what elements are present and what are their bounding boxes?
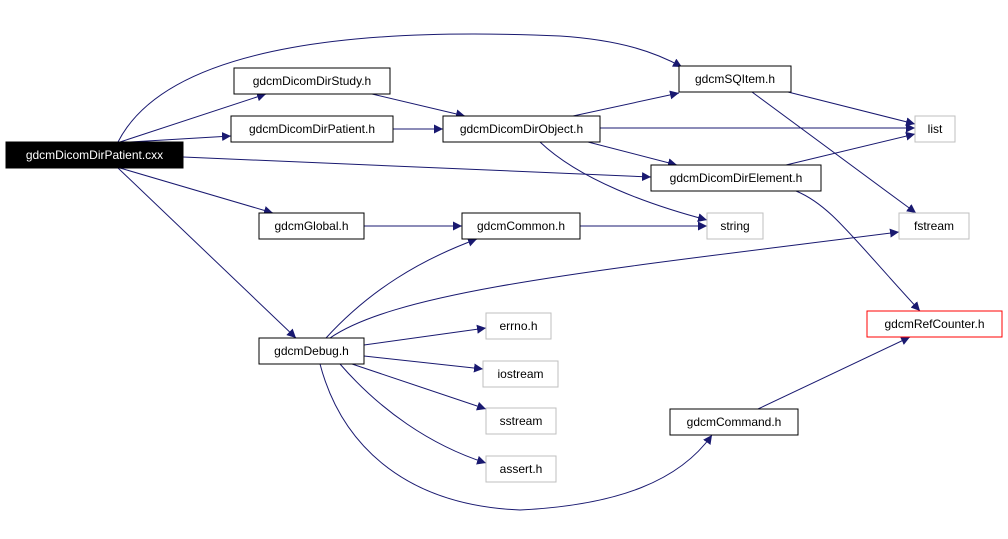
node-box-command — [669, 408, 799, 436]
edge-object-to-string — [539, 141, 708, 223]
edge-command-to-refcounter — [757, 336, 911, 410]
node-box-study — [233, 67, 391, 95]
node-box-common — [461, 212, 581, 240]
node-object[interactable]: gdcmDicomDirObject.h — [442, 115, 601, 143]
node-box-object — [442, 115, 601, 143]
edge-root-to-sqitem — [117, 33, 683, 143]
node-box-string — [706, 212, 764, 240]
node-box-sqitem — [678, 65, 792, 93]
edge-debug-to-sstream — [351, 363, 487, 411]
nodes-layer: gdcmDicomDirPatient.cxx gdcmDicomDirStudy… — [5, 65, 1003, 483]
edge-root-to-element — [182, 156, 652, 182]
node-fstream[interactable]: fstream — [898, 212, 970, 240]
node-command[interactable]: gdcmCommand.h — [669, 408, 799, 436]
node-label-command: gdcmCommand.h — [687, 415, 782, 429]
node-label-refcounter: gdcmRefCounter.h — [884, 317, 984, 331]
node-box-list — [914, 115, 956, 143]
node-string[interactable]: string — [706, 212, 764, 240]
node-box-debug — [258, 337, 365, 365]
node-box-patient — [230, 115, 394, 143]
edge-debug-to-command — [319, 363, 713, 511]
node-list[interactable]: list — [914, 115, 956, 143]
edge-sqitem-to-list — [787, 91, 916, 127]
node-label-debug: gdcmDebug.h — [274, 344, 349, 358]
edges-layer — [117, 33, 921, 511]
edge-element-to-refcounter — [795, 190, 921, 312]
node-assert[interactable]: assert.h — [485, 455, 557, 483]
node-label-object: gdcmDicomDirObject.h — [460, 122, 583, 136]
node-iostream[interactable]: iostream — [482, 360, 559, 388]
edge-root-to-debug — [117, 167, 297, 339]
node-box-refcounter — [866, 310, 1003, 338]
node-label-fstream: fstream — [914, 219, 954, 233]
node-label-assert: assert.h — [500, 462, 543, 476]
node-sstream[interactable]: sstream — [485, 407, 557, 435]
edge-root-to-study — [119, 92, 267, 143]
node-box-global — [258, 212, 365, 240]
node-label-sqitem: gdcmSQItem.h — [695, 72, 775, 86]
edge-element-to-list — [785, 131, 916, 166]
node-label-iostream: iostream — [497, 367, 543, 381]
node-label-list: list — [928, 122, 943, 136]
node-label-root: gdcmDicomDirPatient.cxx — [26, 148, 163, 162]
node-debug[interactable]: gdcmDebug.h — [258, 337, 365, 365]
node-patient[interactable]: gdcmDicomDirPatient.h — [230, 115, 394, 143]
node-global[interactable]: gdcmGlobal.h — [258, 212, 365, 240]
node-box-element — [650, 164, 822, 192]
edge-debug-to-iostream — [363, 355, 484, 373]
edge-root-to-patient — [129, 132, 232, 143]
node-element[interactable]: gdcmDicomDirElement.h — [650, 164, 822, 192]
node-box-errno — [485, 312, 552, 340]
node-label-study: gdcmDicomDirStudy.h — [253, 74, 371, 88]
node-box-iostream — [482, 360, 559, 388]
edge-object-to-element — [587, 141, 678, 168]
node-study[interactable]: gdcmDicomDirStudy.h — [233, 67, 391, 95]
node-label-patient: gdcmDicomDirPatient.h — [249, 122, 375, 136]
node-box-assert — [485, 455, 557, 483]
edge-debug-to-fstream — [329, 228, 900, 339]
node-sqitem[interactable]: gdcmSQItem.h — [678, 65, 792, 93]
node-common[interactable]: gdcmCommon.h — [461, 212, 581, 240]
node-box-sstream — [485, 407, 557, 435]
node-label-errno: errno.h — [499, 319, 537, 333]
edge-study-to-object — [371, 93, 466, 119]
node-errno[interactable]: errno.h — [485, 312, 552, 340]
node-label-common: gdcmCommon.h — [477, 219, 565, 233]
node-label-sstream: sstream — [500, 414, 543, 428]
edge-debug-to-errno — [363, 324, 487, 346]
edge-root-to-global — [119, 167, 274, 215]
node-box-root — [5, 141, 184, 169]
node-label-string: string — [720, 219, 749, 233]
node-refcounter[interactable]: gdcmRefCounter.h — [866, 310, 1003, 338]
edge-object-to-sqitem — [572, 90, 680, 117]
node-root: gdcmDicomDirPatient.cxx — [5, 141, 184, 169]
edge-sqitem-to-fstream — [751, 91, 917, 214]
edge-debug-to-assert — [339, 363, 487, 465]
edge-debug-to-common — [325, 237, 478, 339]
node-box-fstream — [898, 212, 970, 240]
node-label-element: gdcmDicomDirElement.h — [670, 171, 803, 185]
node-label-global: gdcmGlobal.h — [274, 219, 348, 233]
